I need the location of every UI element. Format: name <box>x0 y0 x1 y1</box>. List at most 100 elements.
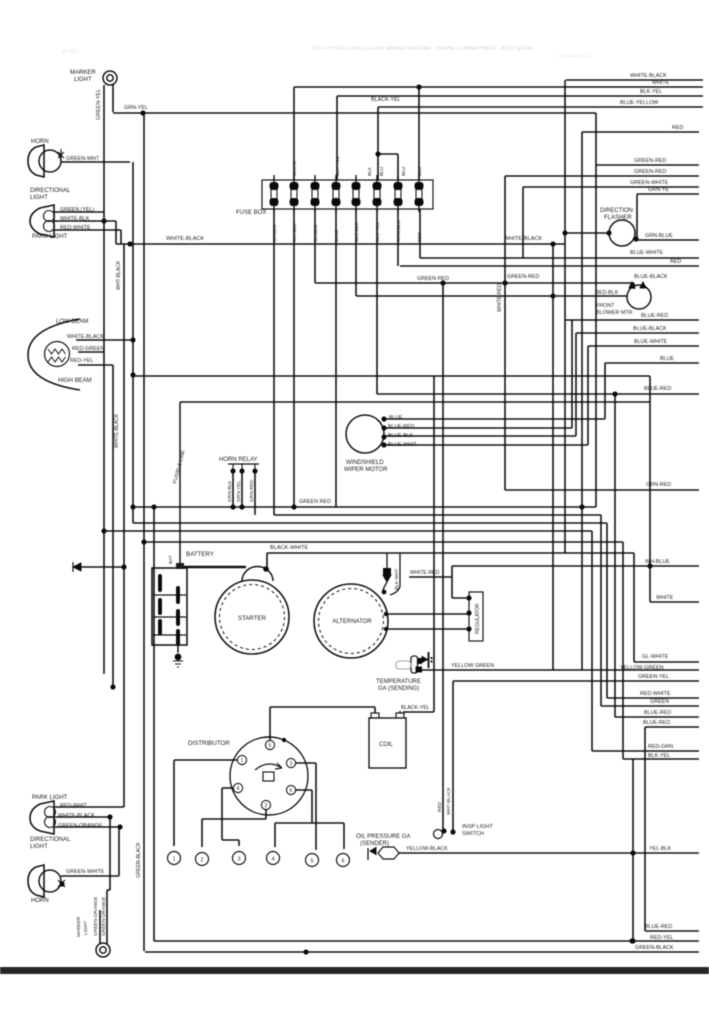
svg-text:GRN-BLK: GRN-BLK <box>227 480 233 502</box>
svg-text:WHITE-BLACK: WHITE-BLACK <box>166 236 204 242</box>
svg-text:BLUE-RED: BLUE-RED <box>644 386 671 392</box>
svg-text:LIGHT: LIGHT <box>74 77 92 83</box>
svg-text:2: 2 <box>200 857 203 863</box>
svg-text:PARK LIGHT: PARK LIGHT <box>32 234 68 240</box>
svg-text:RED: RED <box>437 801 443 812</box>
svg-text:WH-BLK: WH-BLK <box>292 223 298 242</box>
svg-text:DIRECTIONAL: DIRECTIONAL <box>30 837 71 843</box>
svg-text:BATTERY: BATTERY <box>186 551 214 558</box>
svg-text:STARTER: STARTER <box>238 615 267 622</box>
svg-text:SCHEMATIC A: SCHEMATIC A <box>558 54 592 60</box>
svg-text:RED-WHITE: RED-WHITE <box>60 225 91 231</box>
svg-text:ALTERNATOR: ALTERNATOR <box>332 619 372 625</box>
svg-text:5: 5 <box>310 858 313 864</box>
svg-text:GREEN RED: GREEN RED <box>299 499 331 505</box>
svg-text:YELLOW-BLACK: YELLOW-BLACK <box>406 846 448 852</box>
svg-text:BLUE-WHITE: BLUE-WHITE <box>630 250 664 256</box>
svg-text:REGULATOR: REGULATOR <box>475 603 481 634</box>
svg-text:GREEN-WHITE: GREEN-WHITE <box>66 869 105 875</box>
svg-text:GRN-BLUE: GRN-BLUE <box>645 233 673 239</box>
svg-text:BLUE-RED: BLUE-RED <box>644 710 671 716</box>
svg-text:BLU: BLU <box>401 166 407 176</box>
svg-text:HIGH BEAM: HIGH BEAM <box>58 378 92 384</box>
svg-text:GL-WHITE: GL-WHITE <box>642 654 669 660</box>
svg-text:TEMPERATURE: TEMPERATURE <box>376 679 421 685</box>
svg-text:BLUE-BLACK: BLUE-BLACK <box>633 326 667 332</box>
svg-text:WHITE-RED: WHITE-RED <box>410 570 440 576</box>
svg-text:GREEN-WHT: GREEN-WHT <box>66 156 100 162</box>
svg-text:BLUE-WHITE: BLUE-WHITE <box>634 339 668 345</box>
svg-text:GREEN-RED: GREEN-RED <box>634 169 666 175</box>
svg-text:GREEN (YEL): GREEN (YEL) <box>60 207 95 213</box>
svg-text:YELLOW-GREEN: YELLOW-GREEN <box>620 665 663 671</box>
svg-text:1974 TOYOTA COROLLA 1600 WIRIN: 1974 TOYOTA COROLLA 1600 WIRING DIAGRAM … <box>312 46 534 52</box>
svg-text:PARK LIGHT: PARK LIGHT <box>32 795 68 801</box>
svg-text:3: 3 <box>290 761 293 767</box>
svg-text:GRN-YE: GRN-YE <box>648 187 669 193</box>
svg-text:WHITE-BLACK: WHITE-BLACK <box>67 334 104 340</box>
svg-text:BLK: BLK <box>367 166 373 176</box>
svg-text:BLUE-RED: BLUE-RED <box>388 424 414 430</box>
svg-text:GREEN: GREEN <box>272 224 278 242</box>
svg-text:SWITCH: SWITCH <box>462 831 484 837</box>
svg-text:YEL-BLK: YEL-BLK <box>649 846 672 852</box>
svg-text:3: 3 <box>237 856 240 862</box>
svg-text:LIGHT: LIGHT <box>83 921 89 935</box>
svg-text:RED-WHITE: RED-WHITE <box>640 691 671 697</box>
svg-text:GRN-YEL: GRN-YEL <box>124 105 148 111</box>
svg-text:BLUE-RED: BLUE-RED <box>643 720 670 726</box>
svg-text:2: 2 <box>265 803 268 809</box>
svg-text:MARKER: MARKER <box>70 70 96 76</box>
svg-text:6: 6 <box>341 858 344 864</box>
svg-text:WHITE-RED: WHITE-RED <box>497 283 503 312</box>
svg-text:DIRECTIONAL: DIRECTIONAL <box>30 188 71 194</box>
svg-text:GREEN-ORANGE: GREEN-ORANGE <box>101 897 107 936</box>
svg-text:BLUE-RED: BLUE-RED <box>645 924 672 930</box>
svg-text:GREEN-RED: GREEN-RED <box>634 158 666 164</box>
svg-text:BLUE: BLUE <box>660 356 674 362</box>
svg-text:GREEN-BLACK: GREEN-BLACK <box>635 945 674 951</box>
svg-text:WHITE-BLACK: WHITE-BLACK <box>114 413 120 448</box>
svg-text:WHT-BLACK: WHT-BLACK <box>116 260 122 290</box>
svg-text:5: 5 <box>269 743 272 749</box>
svg-text:BLUE-BLACK: BLUE-BLACK <box>634 274 668 280</box>
svg-text:BLK-WHT: BLK-WHT <box>394 568 400 590</box>
svg-text:WHITE: WHITE <box>656 595 674 601</box>
svg-text:GRN-RED: GRN-RED <box>646 482 671 488</box>
svg-text:RED-BLK: RED-BLK <box>595 290 619 296</box>
svg-text:GREEN-ORANGE: GREEN-ORANGE <box>93 897 99 936</box>
svg-text:GREEN-YEL: GREEN-YEL <box>638 674 669 680</box>
svg-text:GREEN: GREEN <box>650 699 669 705</box>
svg-text:(SENDER): (SENDER) <box>360 841 389 847</box>
svg-text:COIL: COIL <box>379 742 394 748</box>
svg-text:BLK-YEL: BLK-YEL <box>335 156 341 176</box>
svg-text:RED: RED <box>670 259 681 265</box>
svg-text:WHITE: WHITE <box>292 161 298 176</box>
svg-text:WHITE-BLACK: WHITE-BLACK <box>58 813 95 819</box>
svg-text:GREEN-RED: GREEN-RED <box>507 274 539 280</box>
svg-text:FRONT: FRONT <box>596 303 615 309</box>
svg-text:GA (SENDING): GA (SENDING) <box>378 686 419 692</box>
svg-text:RED: RED <box>672 125 683 131</box>
svg-text:GREEN-ORANGE: GREEN-ORANGE <box>58 823 103 829</box>
svg-text:1: 1 <box>172 856 175 862</box>
svg-text:LOW BEAM: LOW BEAM <box>56 319 88 325</box>
svg-text:BLACK-YEL: BLACK-YEL <box>401 705 430 711</box>
svg-text:BLU-BLK: BLU-BLK <box>354 221 360 242</box>
svg-text:WHITE-BLACK: WHITE-BLACK <box>630 73 667 79</box>
svg-text:WHT-BLACK: WHT-BLACK <box>446 786 452 815</box>
svg-text:GREEN-YEL: GREEN-YEL <box>96 89 102 120</box>
svg-text:FUSE BOX: FUSE BOX <box>236 210 266 216</box>
svg-text:BLUE-RED: BLUE-RED <box>641 313 668 319</box>
svg-text:BLK-YEL: BLK-YEL <box>648 753 670 759</box>
svg-text:HORN: HORN <box>31 139 49 145</box>
svg-text:BLOWER MTR: BLOWER MTR <box>596 310 633 316</box>
svg-text:LIGHT: LIGHT <box>30 195 48 201</box>
svg-text:BLUE: BLUE <box>389 415 403 421</box>
svg-text:RED-GREEN: RED-GREEN <box>72 346 104 352</box>
svg-text:BLU: BLU <box>417 166 423 176</box>
svg-text:BLUE-YELLOW: BLUE-YELLOW <box>620 100 659 106</box>
svg-text:WHITE-BLK: WHITE-BLK <box>60 216 90 222</box>
svg-text:RED-YEL: RED-YEL <box>650 935 673 941</box>
svg-text:BLU-YEL: BLU-YEL <box>375 222 381 242</box>
